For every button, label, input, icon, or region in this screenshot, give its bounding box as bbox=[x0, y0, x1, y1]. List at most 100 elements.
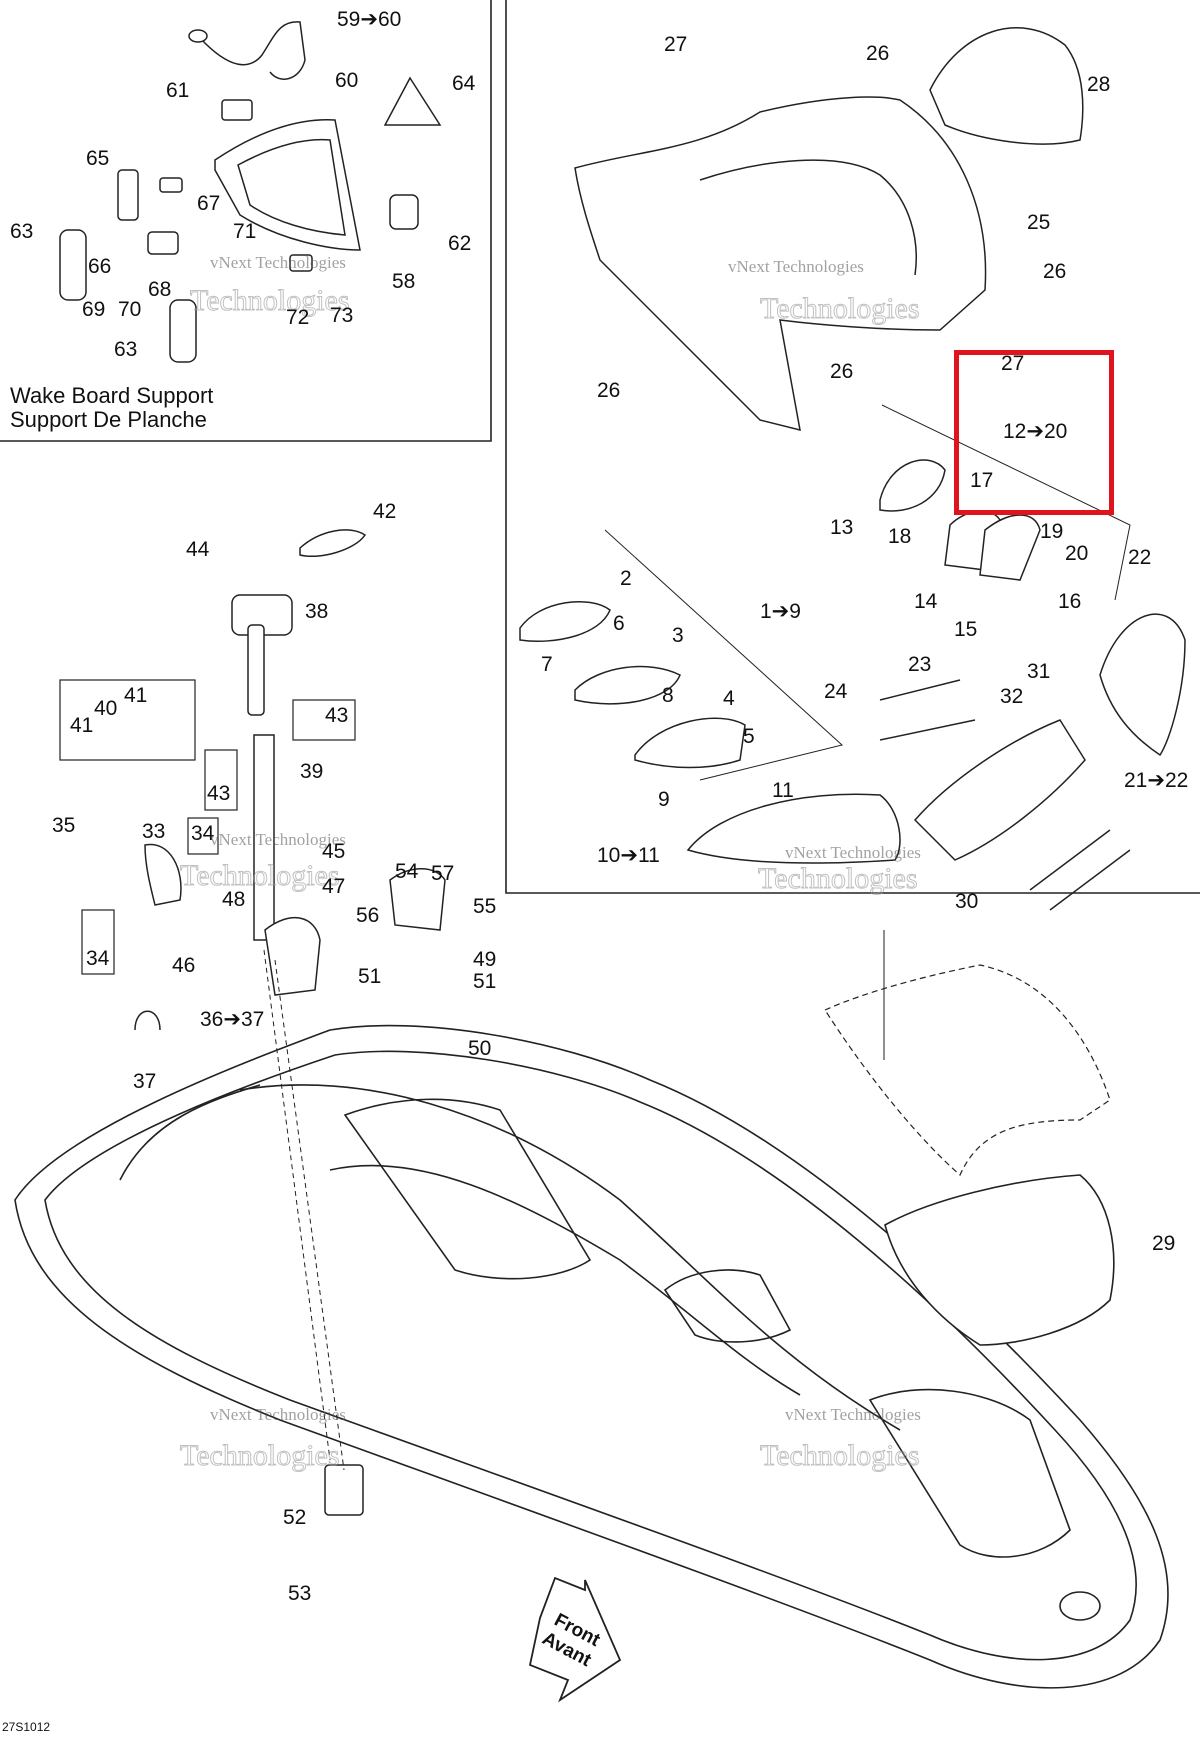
callout: 41 bbox=[70, 714, 93, 737]
seat-shell-25 bbox=[574, 96, 987, 432]
callout: 42 bbox=[373, 500, 396, 523]
hull-brand-mark bbox=[119, 1084, 261, 1181]
callout: 23 bbox=[908, 653, 931, 676]
callout: 5 bbox=[743, 725, 755, 748]
support-bracket-inner bbox=[237, 138, 346, 236]
bracket-33 bbox=[144, 843, 182, 906]
callout: 31 bbox=[1027, 660, 1050, 683]
spring-box-41 bbox=[59, 679, 196, 761]
callout: 61 bbox=[166, 79, 189, 102]
callout: 11 bbox=[772, 779, 794, 802]
part-58 bbox=[289, 254, 313, 272]
u-bolt-37 bbox=[134, 1010, 161, 1031]
callout: 52 bbox=[283, 1506, 306, 1529]
callout: 19 bbox=[1040, 520, 1063, 543]
box-43a bbox=[292, 699, 356, 741]
strap-63-lower bbox=[169, 299, 197, 363]
bolt-24 bbox=[879, 719, 976, 741]
callout: 15 bbox=[954, 618, 977, 641]
seat-ghost bbox=[824, 964, 1111, 1176]
support-bracket-body bbox=[214, 119, 361, 251]
part-15 bbox=[979, 514, 1041, 581]
front-arrow bbox=[528, 1576, 622, 1703]
watermark-outline: Technologies bbox=[760, 292, 920, 325]
wake-board-panel-frame bbox=[0, 0, 492, 442]
box-34a bbox=[187, 817, 219, 855]
callout: 59➔60 bbox=[337, 8, 401, 31]
watermark-outline: Technologies bbox=[180, 1439, 340, 1472]
bolt-30b bbox=[1049, 849, 1131, 911]
callout: 14 bbox=[914, 590, 938, 613]
footwell-line bbox=[329, 1164, 801, 1396]
watermark-text: vNext Technologies bbox=[210, 253, 346, 272]
watermark-text: vNext Technologies bbox=[785, 1405, 921, 1424]
callout: 26 bbox=[830, 360, 853, 383]
watermark-outline: Technologies bbox=[190, 284, 350, 317]
callout: 47 bbox=[322, 875, 345, 898]
seat-assembly-drawing bbox=[519, 27, 1186, 911]
part-67 bbox=[159, 177, 183, 193]
callout: 49 bbox=[473, 948, 496, 971]
part-42 bbox=[299, 529, 367, 557]
panel-caption: Wake Board Support Support De Planche bbox=[10, 384, 213, 432]
warning-label-64 bbox=[383, 76, 442, 126]
callout: 63 bbox=[114, 338, 137, 361]
callout: 33 bbox=[142, 820, 165, 843]
callout: 4 bbox=[723, 687, 735, 710]
callout: 6 bbox=[613, 612, 625, 635]
callout: 7 bbox=[541, 653, 553, 676]
callout: 22 bbox=[1128, 546, 1151, 569]
callout: 54 bbox=[395, 860, 419, 883]
watermarks: vNext Technologies Technologies vNext Te… bbox=[180, 253, 921, 1473]
part-4 bbox=[634, 717, 746, 769]
callout: 13 bbox=[830, 516, 853, 539]
panel-frames bbox=[0, 0, 1200, 894]
callout: 63 bbox=[10, 220, 33, 243]
part-13 bbox=[879, 459, 946, 512]
watermark-text: vNext Technologies bbox=[210, 830, 346, 849]
callout: 10➔11 bbox=[597, 844, 660, 867]
panel-title-en: Wake Board Support bbox=[10, 383, 214, 408]
callout: 25 bbox=[1027, 211, 1050, 234]
part-2 bbox=[519, 600, 611, 642]
seat-cushion-28 bbox=[929, 27, 1084, 145]
rear-platform bbox=[868, 1388, 1071, 1558]
tow-eye bbox=[1059, 1591, 1101, 1621]
callout: 58 bbox=[392, 270, 415, 293]
callout: 51 bbox=[358, 965, 381, 988]
callout: 64 bbox=[452, 72, 476, 95]
callout: 56 bbox=[356, 904, 379, 927]
callout: 37 bbox=[133, 1070, 156, 1093]
lanyard-cable bbox=[199, 21, 306, 80]
tube-39 bbox=[253, 734, 275, 941]
callout: 26 bbox=[866, 42, 889, 65]
seat-panel-frame bbox=[505, 0, 1200, 894]
callout: 44 bbox=[186, 538, 210, 561]
callout: 72 bbox=[286, 306, 309, 329]
callout: 1➔9 bbox=[760, 600, 801, 623]
wake-board-support-drawing bbox=[59, 21, 442, 363]
callout: 34 bbox=[191, 822, 215, 845]
hull-drawing bbox=[14, 930, 1169, 1703]
panel-title-fr: Support De Planche bbox=[10, 407, 207, 432]
callout: 46 bbox=[172, 954, 195, 977]
deck-upper-line bbox=[239, 1084, 901, 1431]
strap-63-upper bbox=[59, 229, 87, 301]
seat-sub-box-12-20 bbox=[881, 404, 1131, 601]
callout: 3 bbox=[672, 624, 684, 647]
part-61 bbox=[221, 99, 253, 121]
console-box bbox=[663, 1269, 792, 1343]
part-3 bbox=[574, 665, 681, 705]
callout: 43 bbox=[207, 782, 230, 805]
callout: 35 bbox=[52, 814, 75, 837]
callouts-steering: 42 44 38 41 40 41 43 43 39 35 33 34 34 4… bbox=[52, 500, 1175, 1605]
callout: 53 bbox=[288, 1582, 311, 1605]
pole-38 bbox=[247, 624, 265, 716]
seat-mount-opening bbox=[343, 1098, 592, 1280]
callout: 41 bbox=[124, 684, 147, 707]
callout: 26 bbox=[597, 379, 620, 402]
pivot-block bbox=[264, 916, 321, 996]
seat-sub-box-1-9 bbox=[604, 529, 844, 781]
